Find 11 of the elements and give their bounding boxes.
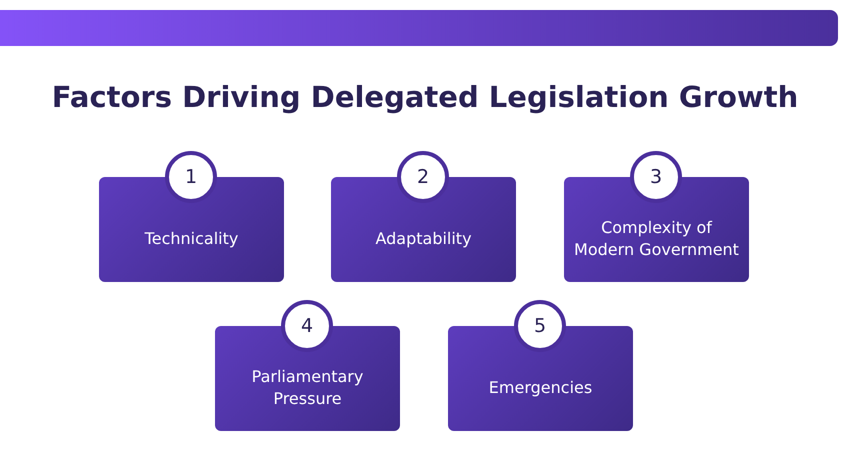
title: Factors Driving Delegated Legislation Growth bbox=[50, 80, 800, 114]
factor-label: Technicality bbox=[144, 228, 240, 250]
number-badge: 1 bbox=[165, 151, 217, 203]
number-badge: 2 bbox=[397, 151, 449, 203]
factor-label: Parliamentary Pressure bbox=[250, 366, 364, 410]
number-badge: 5 bbox=[514, 300, 566, 352]
number-badge: 3 bbox=[630, 151, 682, 203]
factor-label: Emergencies bbox=[488, 376, 594, 398]
factor-label: Adaptability bbox=[374, 228, 473, 250]
number-badge: 4 bbox=[281, 300, 333, 352]
factor-label: Complexity of Modern Government bbox=[573, 216, 740, 260]
